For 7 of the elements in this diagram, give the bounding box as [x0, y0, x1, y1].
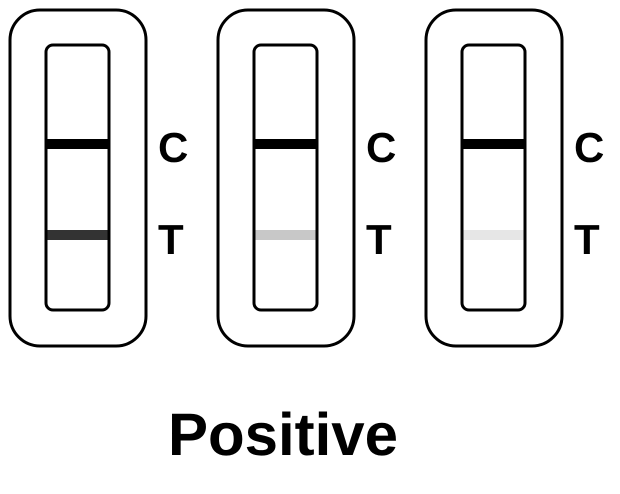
caption: Positive [166, 405, 400, 465]
line-label: T [574, 219, 600, 261]
line-label: T [158, 219, 184, 261]
line-label: T [366, 219, 392, 261]
line-label: C [366, 127, 396, 169]
line-label: C [574, 127, 604, 169]
line-label: C [158, 127, 188, 169]
